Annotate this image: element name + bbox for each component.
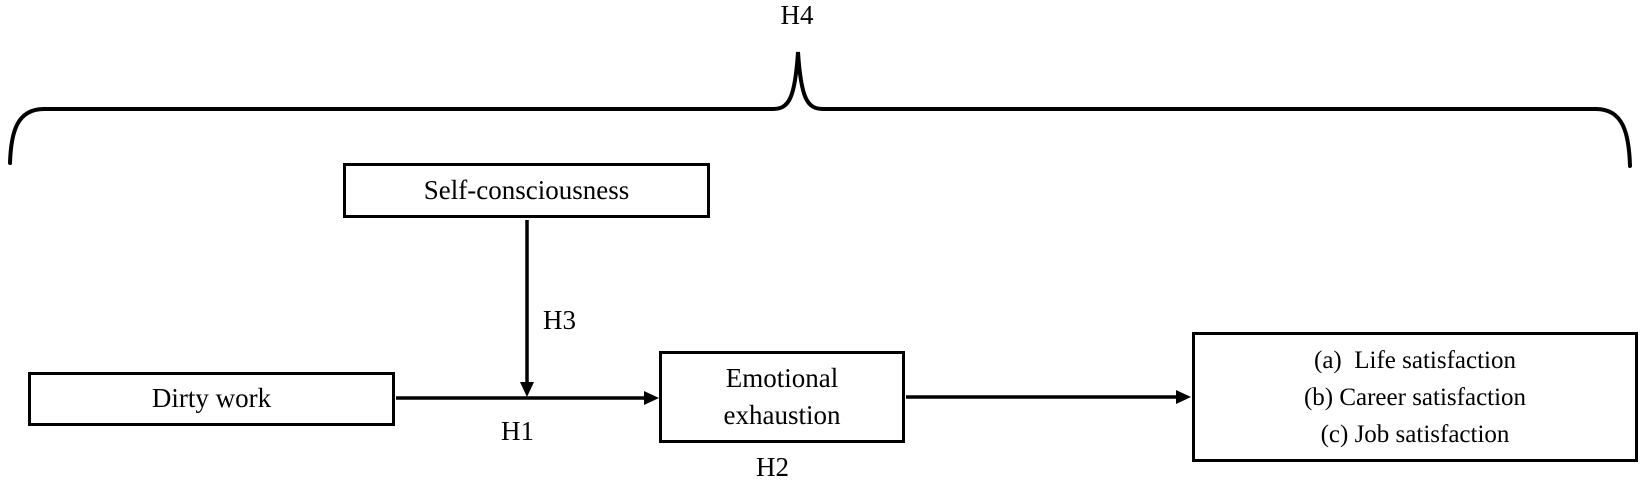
- emotional-exhaustion-box: Emotional exhaustion: [659, 351, 905, 443]
- h3-arrow: [520, 220, 534, 397]
- h4-brace-curve: [8, 51, 1632, 168]
- h4-label: H4: [780, 0, 814, 30]
- outcome-item-career: (b) Career satisfaction: [1303, 383, 1527, 411]
- h1-label: H1: [501, 416, 534, 446]
- h1-arrow: [396, 391, 659, 405]
- h2-arrow: [906, 390, 1191, 404]
- outcomes-box: (a) Life satisfaction (b) Career satisfa…: [1192, 332, 1638, 462]
- outcome-item-life: (a) Life satisfaction: [1314, 346, 1516, 374]
- self-consciousness-box: Self-consciousness: [343, 163, 710, 218]
- h2-label: H2: [756, 452, 789, 482]
- outcome-item-job: (c) Job satisfaction: [1320, 420, 1510, 448]
- h3-label: H3: [543, 305, 576, 335]
- dirty-work-box: Dirty work: [28, 372, 395, 426]
